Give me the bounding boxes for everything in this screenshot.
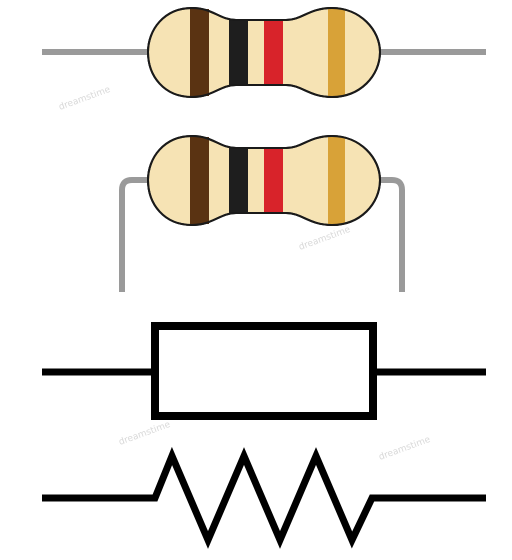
resistor-straight-leads [42,6,486,99]
band-2 [229,20,248,85]
watermark-text: dreamstime [378,435,433,463]
iec-resistor-symbol [42,322,486,420]
resistor-body-outline [146,6,382,99]
band-3 [264,20,283,85]
band-2 [229,148,248,213]
watermark-text: dreamstime [118,420,173,448]
lead-left-bent [119,177,152,292]
band-tolerance [328,9,345,96]
watermark-text: dreamstime [58,85,113,113]
watermark-text: dreamstime [298,225,353,253]
zigzag-resistor [42,446,486,549]
band-tolerance [328,137,345,224]
band-1 [190,137,209,224]
resistor-box [151,322,377,420]
resistor-bent-leads [119,134,405,292]
band-3 [264,148,283,213]
resistor-body-outline [146,134,382,227]
band-1 [190,9,209,96]
lead-right-bent [372,177,405,292]
ansi-resistor-symbol [42,446,486,549]
